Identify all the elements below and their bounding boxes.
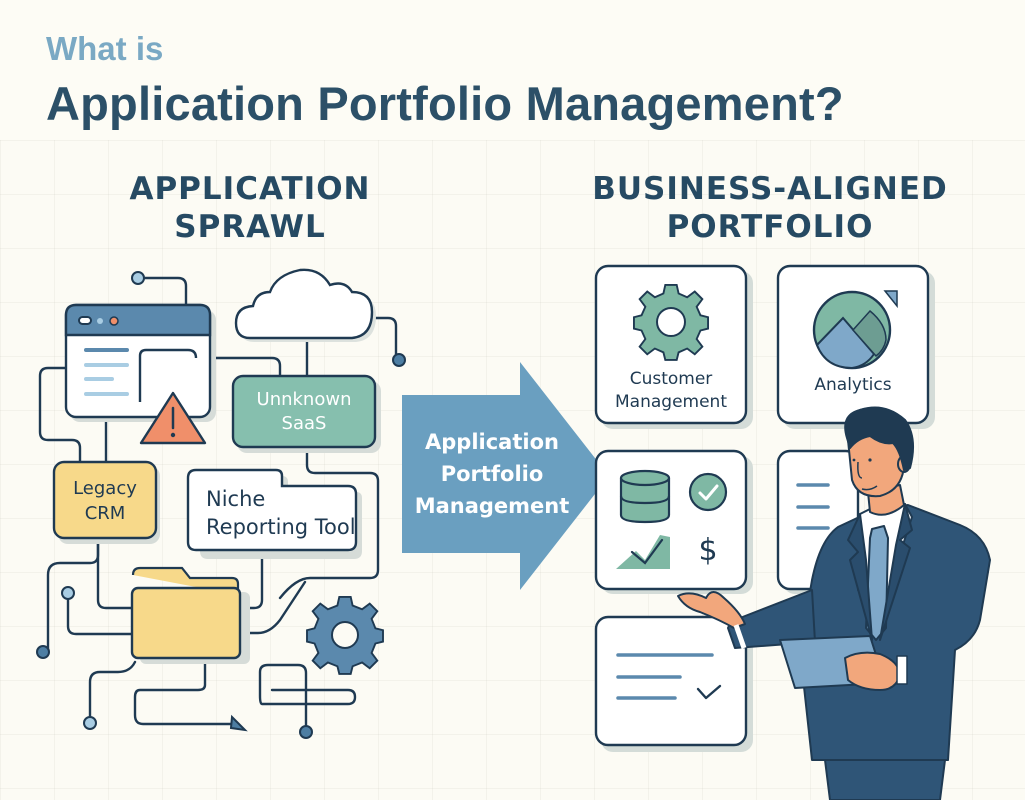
section-title-line: PORTFOLIO xyxy=(666,209,874,245)
page-title: Application Portfolio Management? xyxy=(46,77,844,130)
label-line: Management xyxy=(615,392,727,412)
label-line: Niche xyxy=(206,487,266,511)
businessman-illustration xyxy=(677,406,991,800)
label-line: Portfolio xyxy=(440,462,544,486)
trend-chart-icon xyxy=(616,535,670,569)
section-title-portfolio: BUSINESS-ALIGNED PORTFOLIO xyxy=(570,170,970,246)
pie-chart-icon xyxy=(812,290,898,370)
section-title-line: APPLICATION xyxy=(129,171,371,207)
header-band xyxy=(0,0,1025,140)
cloud-icon xyxy=(234,268,376,342)
label-line: Application xyxy=(425,430,559,454)
customer-management-label: Customer Management xyxy=(596,368,746,414)
label-line: SaaS xyxy=(281,413,327,434)
kicker-text: What is xyxy=(46,30,164,67)
analytics-label: Analytics xyxy=(814,375,892,395)
section-title-line: SPRAWL xyxy=(174,209,326,245)
gear-icon xyxy=(306,595,384,675)
label-line: Reporting Tool xyxy=(206,515,356,539)
label-line: CRM xyxy=(84,503,126,524)
gear-icon xyxy=(632,283,710,361)
label-line: Legacy xyxy=(73,478,137,499)
apm-arrow xyxy=(402,362,609,590)
browser-window-icon xyxy=(64,303,216,422)
folder-icon xyxy=(130,566,250,664)
endpoint-dots xyxy=(36,271,406,739)
dollar-icon: $ xyxy=(698,533,717,568)
label-line: Customer xyxy=(629,369,713,389)
apm-arrow-label: Application Portfolio Management xyxy=(402,426,582,522)
section-title-line: BUSINESS-ALIGNED xyxy=(592,171,948,207)
legacy-crm-card xyxy=(52,460,160,544)
checklist-icon xyxy=(616,653,722,700)
niche-reporting-card xyxy=(186,468,362,559)
check-circle-icon xyxy=(688,472,728,512)
list-icon xyxy=(796,483,830,530)
arrow-tip-icon xyxy=(229,714,248,732)
legacy-crm-label: Legacy CRM xyxy=(54,476,156,526)
label-line: Unnknown xyxy=(256,389,352,410)
unknown-saas-card xyxy=(231,374,381,453)
niche-reporting-label: Niche Reporting Tool xyxy=(206,485,376,541)
section-title-sprawl: APPLICATION SPRAWL xyxy=(100,170,400,246)
label-line: Management xyxy=(414,494,570,518)
unknown-saas-label: Unnknown SaaS xyxy=(233,388,375,436)
database-icon xyxy=(619,469,671,524)
warning-triangle-icon xyxy=(139,391,207,445)
